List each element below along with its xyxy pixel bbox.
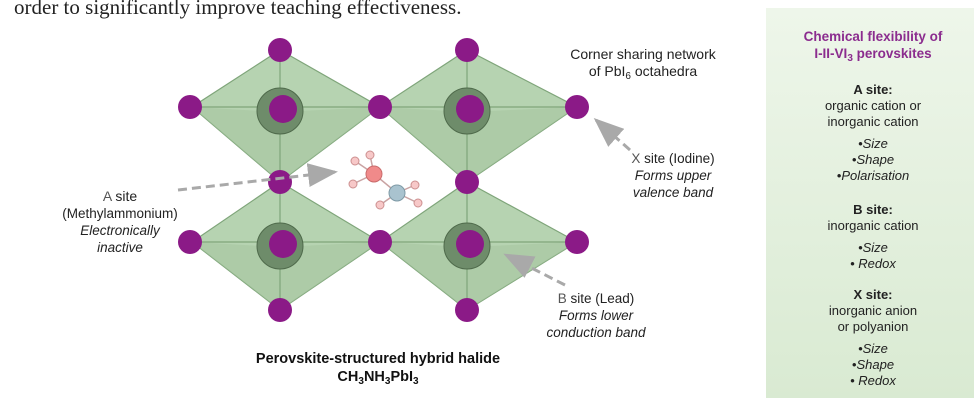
iodine-atom — [455, 38, 479, 62]
figure-caption: Perovskite-structured hybrid halide CH3N… — [255, 351, 501, 387]
iodine-atom — [268, 298, 292, 322]
iodine-atom — [455, 298, 479, 322]
b-site-label: B site (Lead) Forms lower conduction ban… — [546, 291, 646, 340]
iodine-atom — [455, 170, 479, 194]
iodine-atoms — [178, 38, 589, 322]
corner-sharing-label: Corner sharing network of PbI6 octahedra — [570, 46, 716, 82]
iodine-atom — [368, 230, 392, 254]
preceding-text-line: order to significantly improve teaching … — [14, 0, 462, 19]
lead-atom-upper-left — [256, 87, 304, 135]
iodine-atom — [178, 95, 202, 119]
iodine-atom — [268, 38, 292, 62]
chemical-flexibility-panel: Chemical flexibility of I-II-VI3 perovsk… — [766, 8, 974, 398]
panel-title: Chemical flexibility of I-II-VI3 perovsk… — [803, 29, 943, 64]
lead-atom-lower-right — [443, 222, 491, 270]
b-site-arrow — [503, 253, 566, 287]
a-site-section: A site: organic cation or inorganic cati… — [824, 82, 922, 183]
iodine-atom — [565, 230, 589, 254]
iodine-atom — [178, 230, 202, 254]
b-site-section: B site: inorganic cation •Size • Redox — [827, 202, 919, 271]
iodine-atom — [368, 95, 392, 119]
iodine-atom — [565, 95, 589, 119]
methylammonium-molecule — [348, 150, 423, 210]
x-site-section: X site: inorganic anion or polyanion •Si… — [828, 287, 918, 388]
a-site-arrow — [177, 163, 338, 192]
lead-atom-lower-left — [256, 222, 304, 270]
lead-atom-upper-right — [443, 87, 491, 135]
a-site-label: A site (Methylammonium) Electronically i… — [62, 188, 178, 255]
x-site-label: X site (Iodine) Forms upper valence band — [631, 151, 715, 200]
iodine-atom — [268, 170, 292, 194]
x-site-arrow — [593, 118, 631, 152]
perovskite-structure-diagram — [177, 38, 631, 322]
